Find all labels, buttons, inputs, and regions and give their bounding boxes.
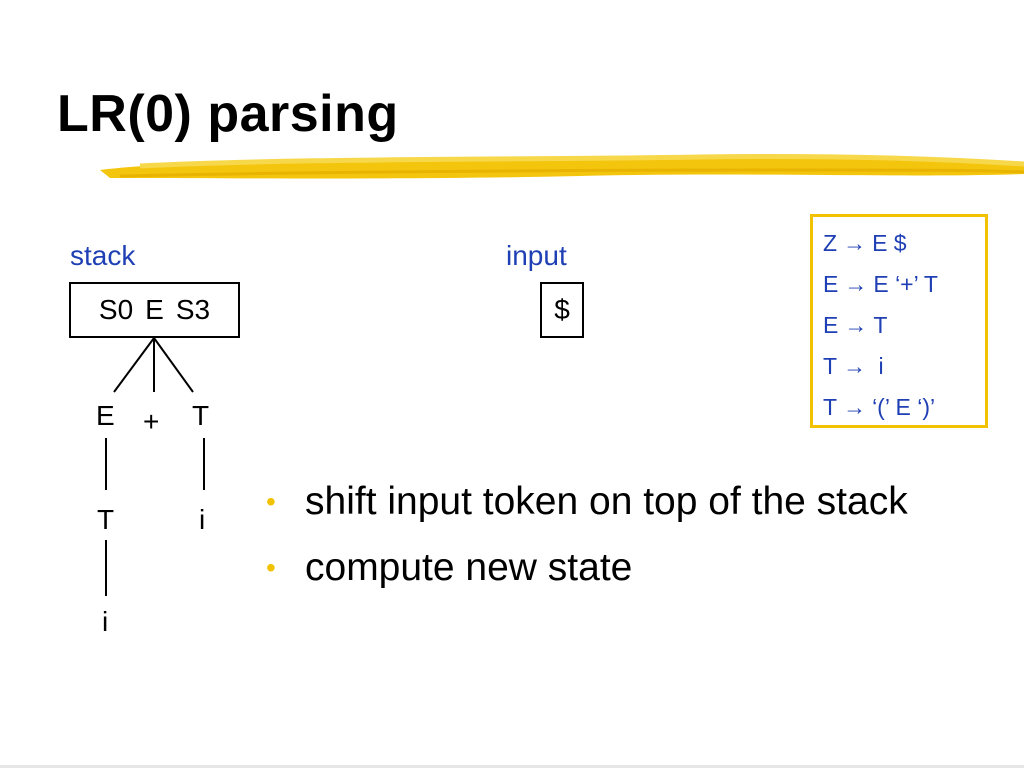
- rule-rhs: i: [872, 353, 884, 379]
- stack-label: stack: [70, 240, 136, 271]
- rule-arrow: →: [844, 271, 868, 297]
- bullet-dot: •: [266, 552, 276, 583]
- rule-lhs: E: [823, 312, 839, 338]
- stack-cell: S0: [98, 294, 134, 325]
- rule-rhs: E ‘+’ T: [873, 271, 938, 297]
- rule-arrow: →: [843, 394, 867, 420]
- rule-arrow: →: [844, 312, 868, 338]
- input-box: $: [540, 282, 584, 338]
- tree-edge: [113, 337, 155, 393]
- rule-lhs: Z: [823, 230, 838, 256]
- rule-rhs: ‘(’ E ‘)’: [872, 394, 936, 420]
- grammar-rule: T→ i: [823, 346, 985, 387]
- grammar-rule: Z→E $: [823, 223, 985, 264]
- footer-divider: [0, 765, 1024, 768]
- title-underline: [100, 154, 1024, 179]
- rule-lhs: T: [823, 394, 838, 420]
- grammar-rule: T→‘(’ E ‘)’: [823, 387, 985, 428]
- bullet-text: shift input token on top of the stack: [305, 480, 908, 523]
- stack-cell: E: [145, 294, 164, 325]
- rule-arrow: →: [843, 353, 867, 379]
- tree-edge: [153, 337, 194, 393]
- tree-node-plus: +: [143, 406, 160, 437]
- rule-lhs: T: [823, 353, 838, 379]
- grammar-rule: E→T: [823, 305, 985, 346]
- rule-rhs: T: [873, 312, 888, 338]
- stack-box: S0 E S3: [69, 282, 240, 338]
- tree-node-i: i: [199, 504, 206, 535]
- tree-node-t: T: [192, 400, 210, 431]
- bullet-dot: •: [266, 486, 276, 517]
- bullet-text: compute new state: [305, 546, 633, 589]
- rule-lhs: E: [823, 271, 839, 297]
- grammar-box: Z→E $ E→E ‘+’ T E→T T→ i T→‘(’ E ‘)’: [810, 214, 988, 428]
- tree-node-e: E: [96, 400, 115, 431]
- input-cell: $: [554, 294, 570, 325]
- rule-arrow: →: [843, 230, 867, 256]
- slide-title: LR(0) parsing: [57, 85, 399, 143]
- tree-node-t: T: [97, 504, 115, 535]
- tree-node-i: i: [102, 606, 109, 637]
- rule-rhs: E $: [872, 230, 907, 256]
- stack-cell: S3: [175, 294, 211, 325]
- input-label: input: [506, 240, 567, 271]
- grammar-rule: E→E ‘+’ T: [823, 264, 985, 305]
